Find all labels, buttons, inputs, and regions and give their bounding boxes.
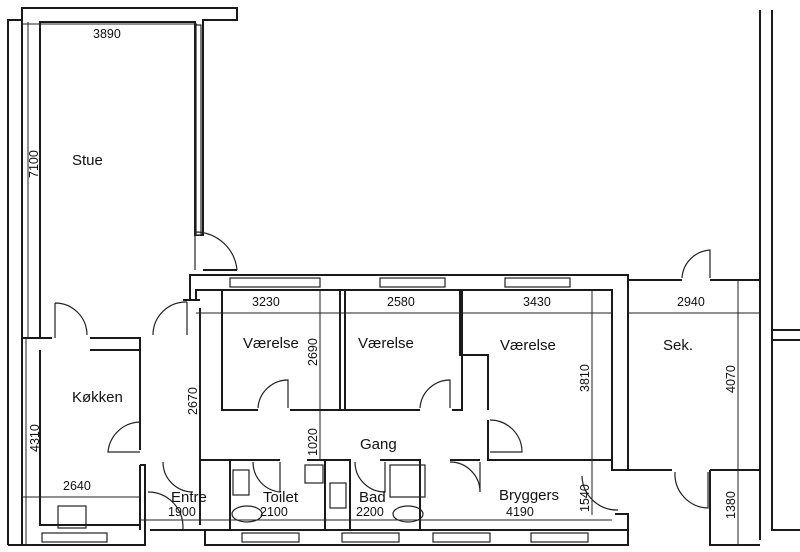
room-label-sek: Sek. bbox=[663, 337, 693, 354]
dim-bryggers-depth: 1540 bbox=[578, 484, 592, 512]
room-label-koekken: Køkken bbox=[72, 389, 123, 406]
walls bbox=[7, 7, 800, 546]
room-label-vaerelse-2: Værelse bbox=[358, 335, 414, 352]
dim-vaerelse3-depth: 3810 bbox=[578, 364, 592, 392]
door-vaerelse1 bbox=[257, 379, 289, 409]
dim-vaerelse1-width: 3230 bbox=[252, 295, 280, 309]
door-bryggers bbox=[449, 461, 481, 493]
window bbox=[432, 532, 491, 543]
window bbox=[341, 532, 400, 543]
room-label-bad: Bad bbox=[359, 489, 386, 506]
dimension-lines bbox=[22, 22, 760, 545]
dim-bryggers-width: 4190 bbox=[506, 505, 534, 519]
sink-icon bbox=[57, 505, 87, 529]
window bbox=[379, 277, 446, 288]
sink-icon bbox=[232, 469, 250, 496]
dim-vaerelse2-width: 2580 bbox=[387, 295, 415, 309]
toilet-icon bbox=[392, 505, 424, 523]
dim-stue-height: 7100 bbox=[27, 150, 41, 178]
door-vaerelse3 bbox=[489, 419, 523, 453]
toilet-icon bbox=[231, 505, 263, 523]
room-label-bryggers: Bryggers bbox=[499, 487, 559, 504]
door-toilet bbox=[252, 461, 281, 493]
window bbox=[530, 532, 589, 543]
dim-sek-lower-depth: 1380 bbox=[724, 491, 738, 519]
door-koekken-hall bbox=[107, 421, 141, 453]
window bbox=[229, 277, 321, 288]
room-label-vaerelse-1: Værelse bbox=[243, 335, 299, 352]
fixtures bbox=[57, 464, 426, 529]
door-entre bbox=[147, 491, 184, 530]
room-label-toilet: Toilet bbox=[263, 489, 299, 506]
dim-toilet-width: 2100 bbox=[260, 505, 288, 519]
door-bad bbox=[354, 461, 386, 493]
room-label-entre: Entre bbox=[171, 489, 207, 506]
window bbox=[195, 24, 202, 236]
sink-icon bbox=[329, 482, 347, 509]
window bbox=[41, 532, 108, 543]
dim-bad-width: 2200 bbox=[356, 505, 384, 519]
dim-stue-width: 3890 bbox=[93, 27, 121, 41]
room-label-vaerelse-3: Værelse bbox=[500, 337, 556, 354]
window bbox=[241, 532, 300, 543]
dim-sek-depth: 4070 bbox=[724, 365, 738, 393]
room-label-gang: Gang bbox=[360, 436, 397, 453]
dim-hall-depth: 2670 bbox=[186, 387, 200, 415]
cabinet-icon bbox=[304, 464, 324, 484]
room-labels: Stue Køkken Værelse Værelse Værelse Sek.… bbox=[72, 152, 693, 506]
dim-sek-width: 2940 bbox=[677, 295, 705, 309]
dim-koekken-height: 4310 bbox=[28, 424, 42, 452]
door-vaerelse2 bbox=[419, 379, 451, 409]
dim-entre-width: 1900 bbox=[168, 505, 196, 519]
windows bbox=[41, 24, 589, 543]
dimension-labels: 3890 7100 3230 2580 3430 2940 2690 1020 … bbox=[27, 27, 738, 519]
dim-gang-depth: 1020 bbox=[306, 428, 320, 456]
door-sek-top bbox=[681, 249, 711, 279]
doors bbox=[54, 231, 711, 530]
dim-vaerelse3-width: 3430 bbox=[523, 295, 551, 309]
dim-vaerelse1-depth: 2690 bbox=[306, 338, 320, 366]
shower-icon bbox=[389, 464, 426, 498]
door-entre-inner bbox=[162, 461, 194, 493]
door-hall bbox=[152, 301, 188, 336]
room-label-stue: Stue bbox=[72, 152, 103, 169]
window bbox=[504, 277, 571, 288]
door-bryggers-out bbox=[581, 475, 619, 511]
door-stue bbox=[194, 231, 238, 271]
dim-koekken-width: 2640 bbox=[63, 479, 91, 493]
door-sek-bottom bbox=[674, 471, 709, 509]
door-koekken bbox=[54, 302, 88, 338]
